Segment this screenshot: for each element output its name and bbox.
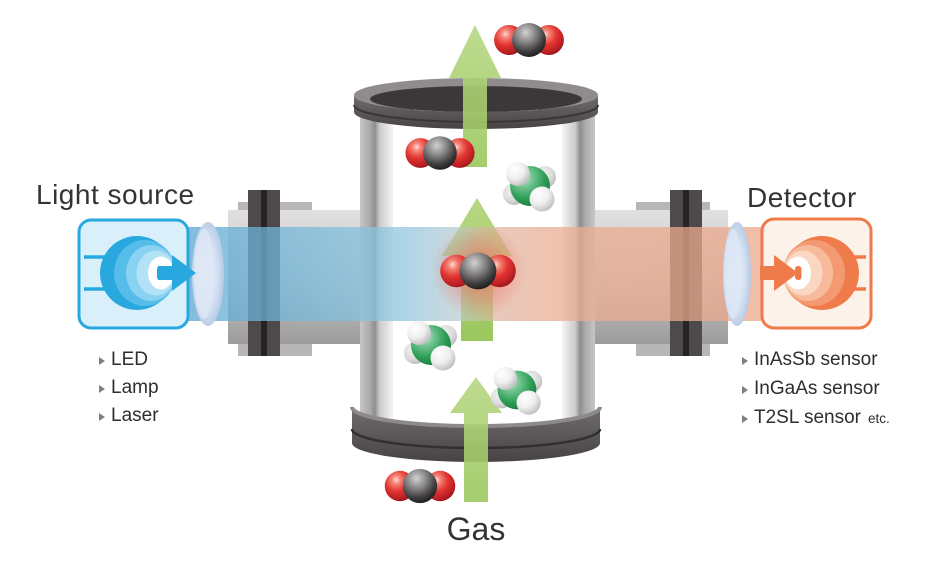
light-source-option: LED (99, 346, 159, 374)
light-emission-arrow-icon (158, 255, 196, 291)
co2-molecule (405, 136, 475, 170)
light-source-option: Laser (99, 402, 159, 430)
co2-molecule (494, 23, 564, 57)
bullet-triangle-icon (742, 357, 748, 365)
detector-title: Detector (747, 182, 857, 213)
co2-molecule (440, 252, 516, 290)
bullet-triangle-icon (99, 385, 105, 393)
gas-label: Gas (446, 511, 506, 547)
detector-option: InGaAs sensor (742, 375, 890, 404)
co2-molecule (384, 468, 456, 504)
detector-option: InAsSb sensor (742, 346, 890, 375)
right-lens (723, 222, 751, 326)
bullet-triangle-icon (99, 413, 105, 421)
gas-inlet-arrow (450, 377, 502, 502)
light-source-options-list: LED Lamp Laser (99, 346, 159, 430)
bullet-triangle-icon (742, 415, 748, 423)
detector-icon (760, 236, 866, 310)
detector-option-suffix: etc. (868, 411, 890, 426)
ch4-molecule (404, 321, 457, 371)
gas-outlet-arrow (449, 25, 501, 167)
ch4-molecule (503, 162, 556, 212)
light-source-title: Light source (36, 179, 195, 210)
light-source-icon (84, 236, 196, 310)
left-lens (192, 222, 224, 326)
ch4-molecule (490, 366, 543, 415)
bullet-triangle-icon (99, 357, 105, 365)
bullet-triangle-icon (742, 386, 748, 394)
light-detection-arrow-icon (760, 255, 798, 291)
light-source-option: Lamp (99, 374, 159, 402)
